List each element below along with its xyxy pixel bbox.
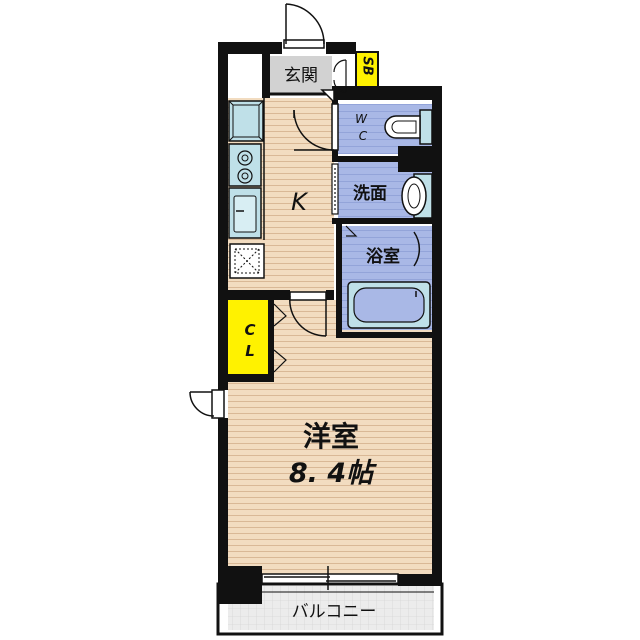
balcony-floor [228,586,434,630]
bathroom-door [345,225,358,237]
washing-machine-space [229,243,265,279]
toilet [384,109,433,145]
bathroom-label: 浴室 [366,246,400,267]
washroom-label: 洗面 [353,183,387,204]
closet-door [273,303,287,373]
refrigerator [228,100,264,142]
shoe-box-label-s: SB [360,56,375,75]
closet-floor [228,300,268,376]
wash-basin [401,173,433,219]
room-door [289,291,327,337]
entrance-floor [270,56,332,94]
kitchen-label: K [291,188,309,216]
balcony-sliding-door [261,566,399,590]
bathtub [347,231,431,329]
western-room-size: 8. 4帖 [289,458,377,489]
wc-door [293,103,339,151]
wc-label-c: C [359,129,368,143]
washroom-door [331,163,339,215]
stove [228,143,262,187]
balcony-outline [216,582,444,636]
entrance-step-corner [320,89,335,104]
closet-label-c: C [244,321,255,339]
balcony-label: バルコニー [292,602,377,622]
closet-label-l: L [245,342,255,360]
entrance-door [283,3,325,49]
western-room-label: 洋室 [303,420,359,453]
wc-label-w: W [355,112,368,126]
genkan-label: 玄関 [284,66,318,86]
entrance-closet-door [333,59,347,93]
room-side-window [189,389,225,419]
kitchen-sink [228,187,262,239]
